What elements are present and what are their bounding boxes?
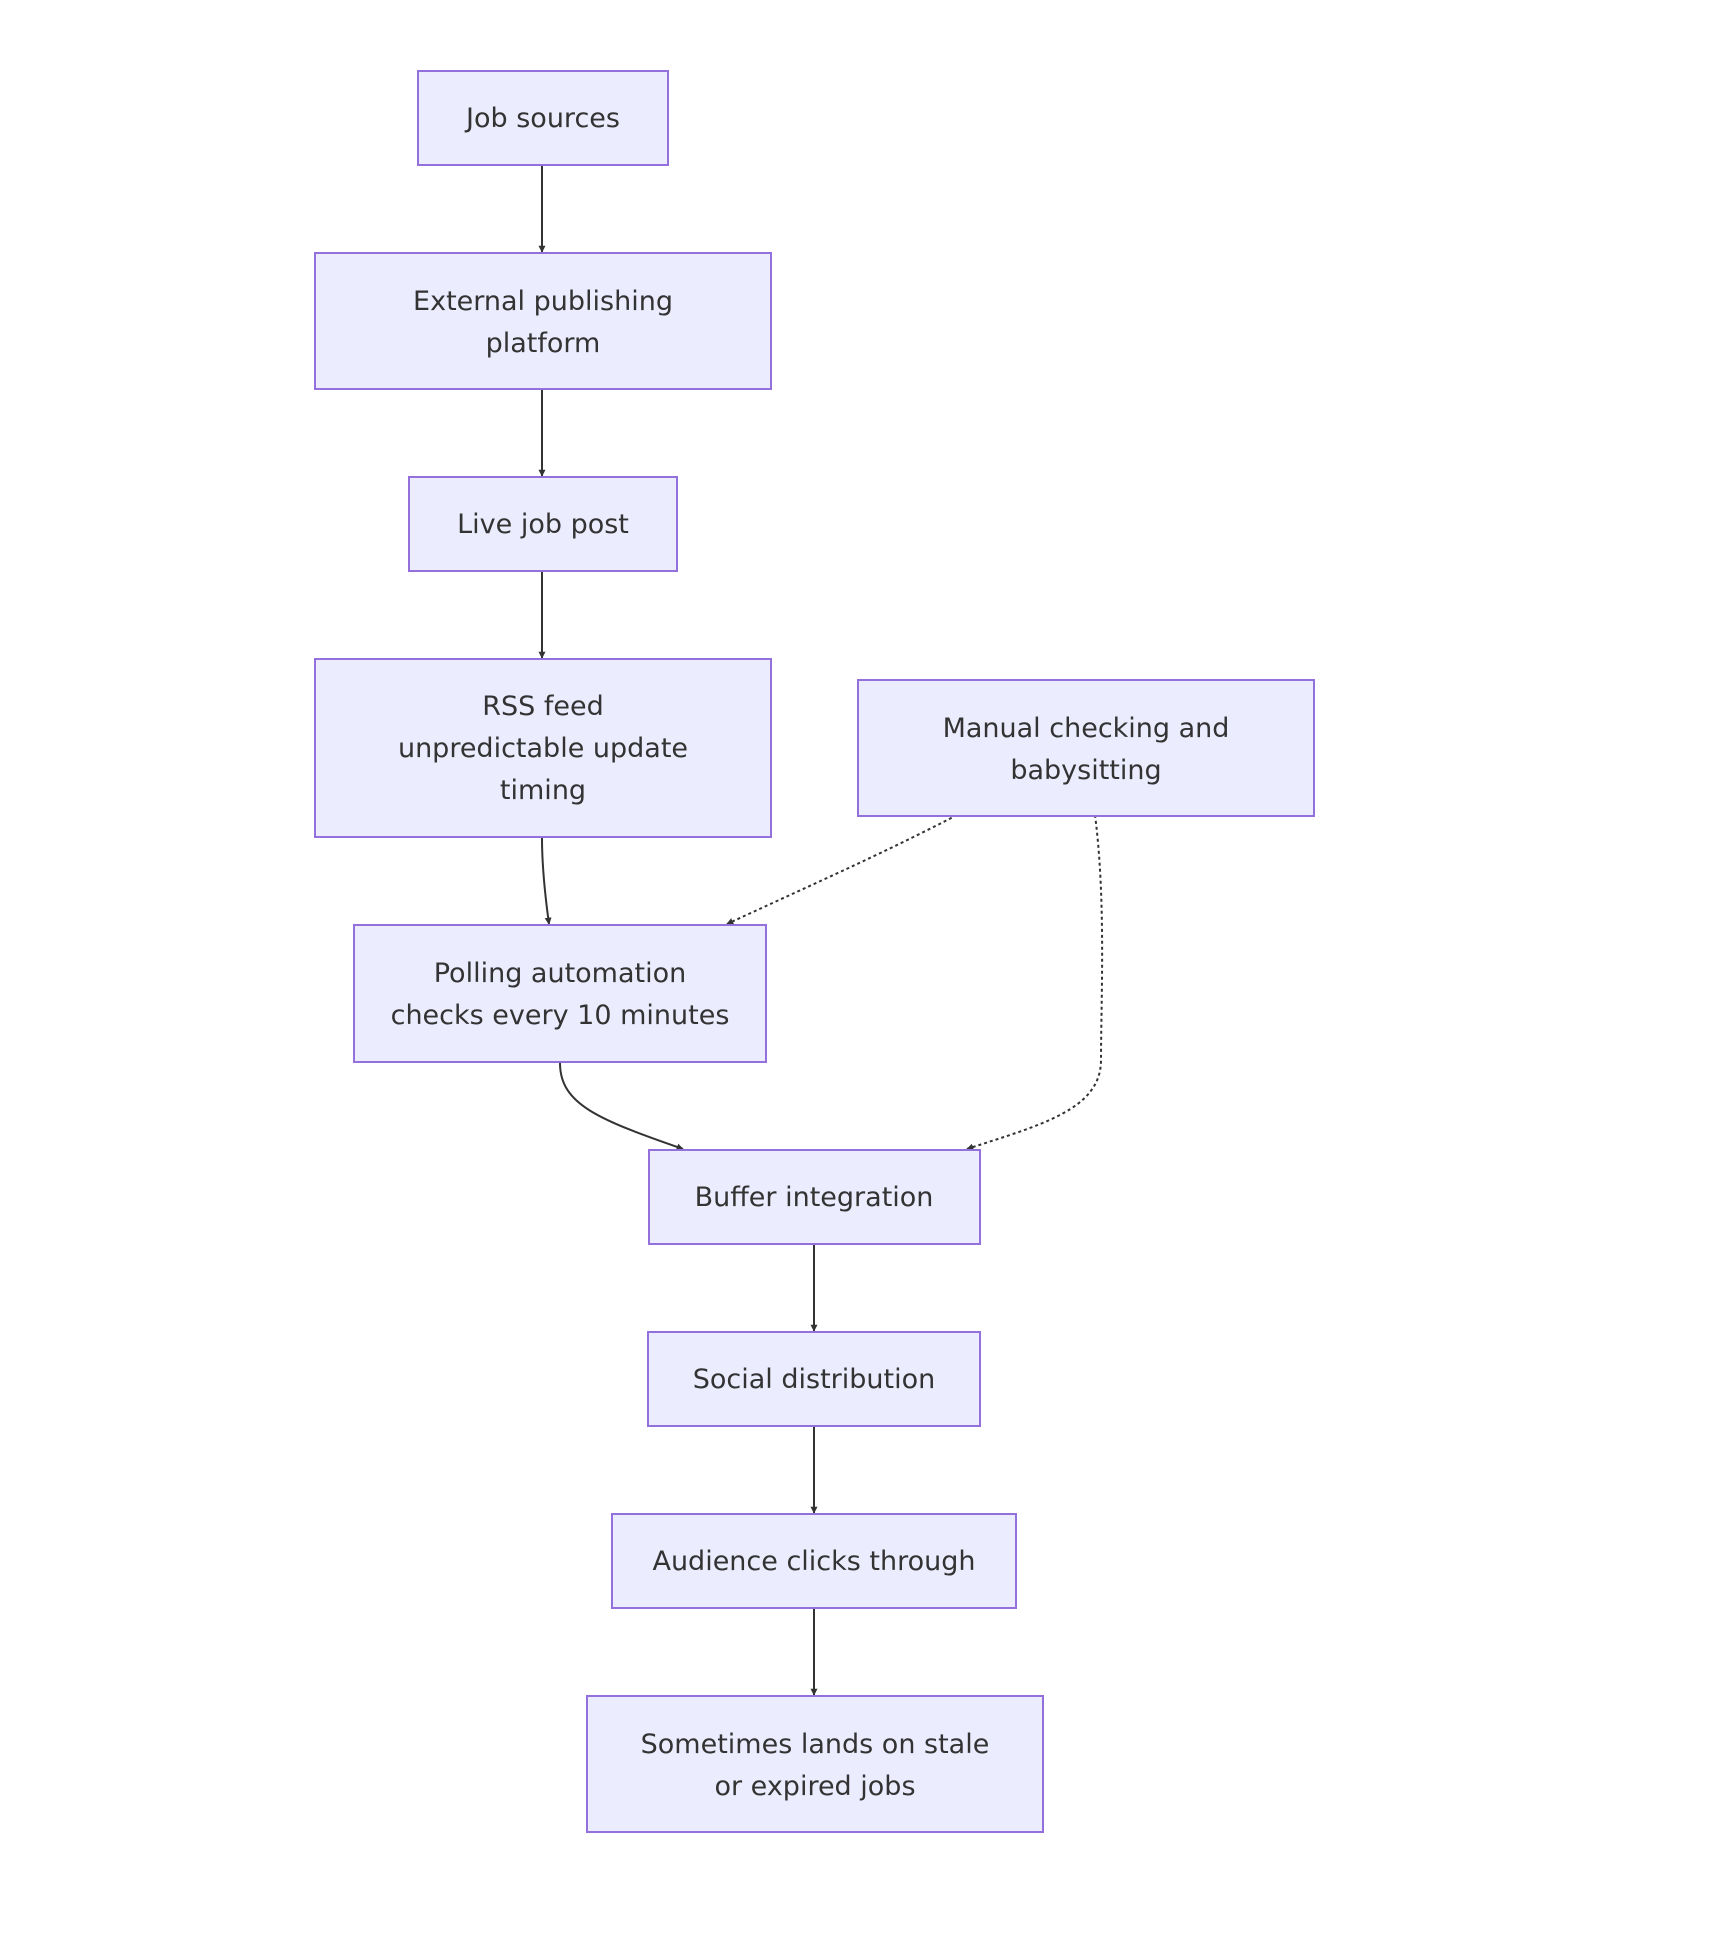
node-external-publishing-platform: External publishing platform	[314, 252, 772, 390]
node-live-job-post: Live job post	[408, 476, 678, 572]
node-stale-label-line1: Sometimes lands on stale	[641, 1729, 990, 1760]
node-polling-label-line1: Polling automation	[434, 958, 687, 989]
node-rss-feed-label-line2: unpredictable update	[398, 733, 688, 764]
node-stale-label-line2: or expired jobs	[714, 1771, 915, 1802]
node-external-platform-label-line1: External publishing	[413, 286, 673, 317]
edge-rss-feed-to-polling	[541, 837, 552, 925]
edge-polling-to-buffer	[559, 1062, 684, 1151]
node-polling-automation: Polling automation checks every 10 minut…	[353, 924, 767, 1063]
node-manual-checking-label-line2: babysitting	[1010, 755, 1161, 786]
edge-manual-checking-to-polling	[726, 814, 958, 925]
edge-manual-checking-to-buffer	[966, 814, 1104, 1151]
node-rss-feed: RSS feed unpredictable update timing	[314, 658, 772, 838]
node-manual-checking-label-line1: Manual checking and	[943, 713, 1230, 744]
node-rss-feed-label-line1: RSS feed	[482, 691, 604, 722]
node-buffer-label: Buffer integration	[695, 1182, 934, 1213]
node-live-job-post-label: Live job post	[457, 509, 629, 540]
node-polling-label-line2: checks every 10 minutes	[391, 1000, 730, 1031]
node-manual-checking: Manual checking and babysitting	[857, 679, 1315, 817]
node-audience-label: Audience clicks through	[652, 1546, 975, 1577]
node-rss-feed-label-line3: timing	[500, 775, 586, 806]
node-buffer-integration: Buffer integration	[648, 1149, 981, 1245]
node-job-sources-label: Job sources	[464, 103, 620, 134]
node-social-label: Social distribution	[693, 1364, 936, 1395]
node-external-platform-label-line2: platform	[486, 328, 601, 359]
node-social-distribution: Social distribution	[647, 1331, 981, 1427]
node-job-sources: Job sources	[417, 70, 669, 166]
node-stale-expired-jobs: Sometimes lands on stale or expired jobs	[586, 1695, 1044, 1833]
node-audience-clicks-through: Audience clicks through	[611, 1513, 1017, 1609]
